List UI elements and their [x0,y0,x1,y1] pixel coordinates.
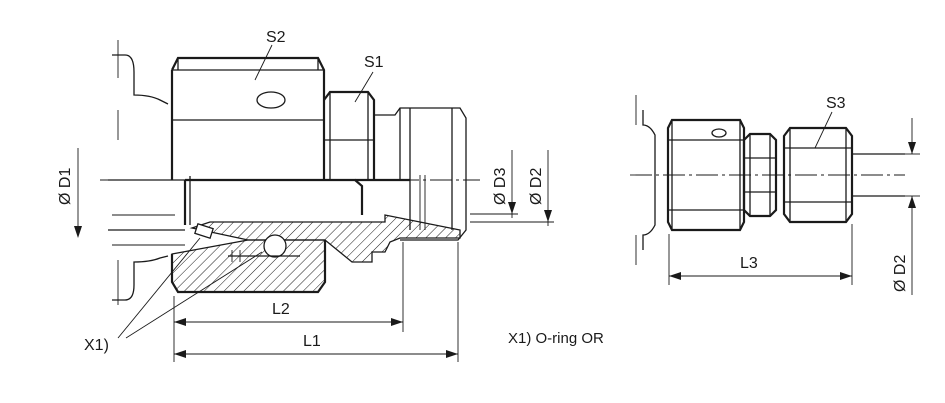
label-x1: X1) [84,337,109,354]
dim-d1: Ø D1 [57,148,82,238]
dim-l3: L3 [668,224,853,285]
o-ring-note: X1) O-ring OR [508,330,604,347]
x1-leader: X1) [84,237,263,354]
dim-d3: Ø D3 [470,150,518,218]
nut-s2 [170,56,326,180]
dim-l2: L2 [173,242,404,335]
hex-s1 [323,90,376,180]
label-s3: S3 [826,95,846,112]
nut-hole [256,91,286,109]
o-ring [194,222,287,258]
label-s1: S1 [364,54,384,71]
dim-d2-left: Ø D2 [470,150,554,226]
right-fitting-view: S3 L3 Ø D2 [630,95,920,295]
label-l3: L3 [740,255,758,272]
label-s2: S2 [266,29,286,46]
label-l2: L2 [272,301,290,318]
label-d3: Ø D3 [492,168,509,205]
label-d1: Ø D1 [57,168,74,205]
left-fitting-view: S2 S1 Ø D1 Ø D3 Ø D2 [57,29,554,362]
dim-l1: L1 [173,242,459,362]
label-d2-left: Ø D2 [528,168,545,205]
body-section [189,214,461,263]
nut-section [171,239,326,293]
label-d2-right: Ø D2 [892,255,909,292]
dim-d2-right: Ø D2 [892,118,920,295]
label-l1: L1 [303,333,321,350]
